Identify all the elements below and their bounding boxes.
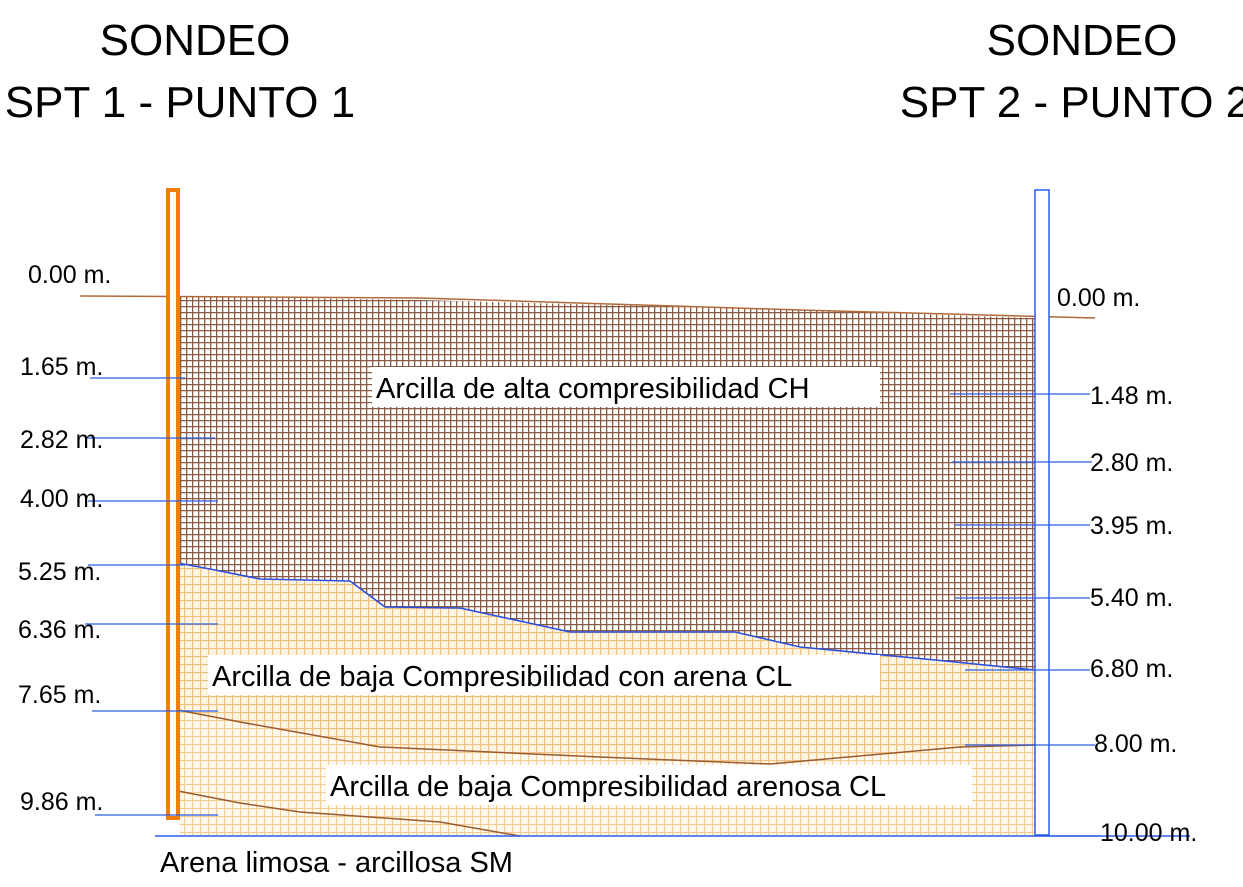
layer-label-cl-sandy: Arcilla de baja Compresibilidad arenosa … xyxy=(330,771,886,803)
borehole-2-depth-label: 1.48 m. xyxy=(1090,382,1173,410)
borehole-2-depth-label: 2.80 m. xyxy=(1090,449,1173,477)
layer-sm-fill xyxy=(178,791,520,836)
layer-label-bg xyxy=(372,367,880,407)
borehole-2-depth-label: 0.00 m. xyxy=(1057,284,1140,312)
borehole-1-depth-label: 5.25 m. xyxy=(18,558,101,586)
layer-label-ch: Arcilla de alta compresibilidad CH xyxy=(376,373,810,405)
borehole-1-title-line1: SONDEO xyxy=(100,16,291,65)
borehole-2-title-line1: SONDEO xyxy=(987,16,1178,65)
borehole-1-depth-label: 4.00 m. xyxy=(20,485,103,513)
borehole-2-depth-label: 5.40 m. xyxy=(1090,584,1173,612)
borehole-1-depth-label: 2.82 m. xyxy=(20,426,103,454)
layer-label-sm: Arena limosa - arcillosa SM xyxy=(160,847,513,879)
borehole-2-column xyxy=(1034,189,1050,836)
borehole-2-depth-label: 10.00 m. xyxy=(1100,819,1197,847)
ground-surface-line xyxy=(79,295,1096,319)
borehole-1-depth-label: 7.65 m. xyxy=(18,681,101,709)
borehole-2-title-line2: SPT 2 - PUNTO 2 xyxy=(900,78,1243,127)
layer-label-bg xyxy=(326,765,972,805)
layer-label-bg xyxy=(208,655,880,695)
borehole-1-depth-label: 1.65 m. xyxy=(20,353,103,381)
boundary-cl-sm xyxy=(177,790,521,837)
borehole-1-depth-label: 0.00 m. xyxy=(28,261,111,289)
layer-label-cl-sand: Arcilla de baja Compresibilidad con aren… xyxy=(212,661,792,693)
borehole-2-depth-label: 8.00 m. xyxy=(1094,730,1177,758)
borehole-1-depth-label: 9.86 m. xyxy=(20,788,103,816)
borehole-1-title-line2: SPT 1 - PUNTO 1 xyxy=(5,78,355,127)
boundary-ch-cl xyxy=(177,562,1036,671)
borehole-1-column xyxy=(166,188,180,820)
boundary-cl-cl xyxy=(177,709,1036,765)
borehole-2-depth-label: 3.95 m. xyxy=(1090,512,1173,540)
borehole-1-depth-label: 6.36 m. xyxy=(18,616,101,644)
borehole-2-depth-label: 6.80 m. xyxy=(1090,655,1173,683)
